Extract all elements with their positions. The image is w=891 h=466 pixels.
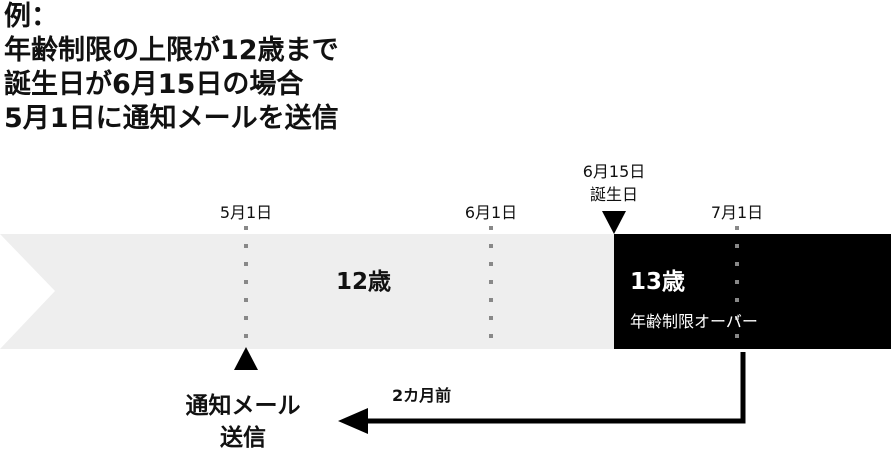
date-label-jul1: 7月1日 [710,203,764,222]
date-label-may1: 5月1日 [219,203,273,222]
title-line-2: 年齢制限の上限が12歳まで [4,35,339,66]
notification-label: 通知メール 送信 [168,390,318,454]
age-13-label: 13歳 [630,269,686,295]
two-month-arrow-head [338,408,368,434]
title-line-1: 例： [4,1,58,32]
two-month-arrow-line [366,352,746,424]
age-12-label: 12歳 [336,269,392,295]
date-label-jun15: 6月15日 [582,162,646,181]
birthday-label: 誕生日 [589,185,638,204]
age-13-band [614,234,891,349]
date-label-jun1: 6月1日 [464,203,518,222]
birthday-pointer [602,211,626,234]
notification-line-2: 送信 [220,425,266,451]
notification-line-1: 通知メール [185,393,301,419]
notification-pointer [234,347,258,370]
over-limit-label: 年齢制限オーバー [630,312,758,331]
example-title: 例： 年齢制限の上限が12歳まで 誕生日が6月15日の場合 5月1日に通知メール… [4,0,339,136]
age-12-band [0,234,614,349]
two-months-before-label: 2カ月前 [392,386,452,405]
title-line-3: 誕生日が6月15日の場合 [4,69,304,100]
title-line-4: 5月1日に通知メールを送信 [4,103,339,134]
